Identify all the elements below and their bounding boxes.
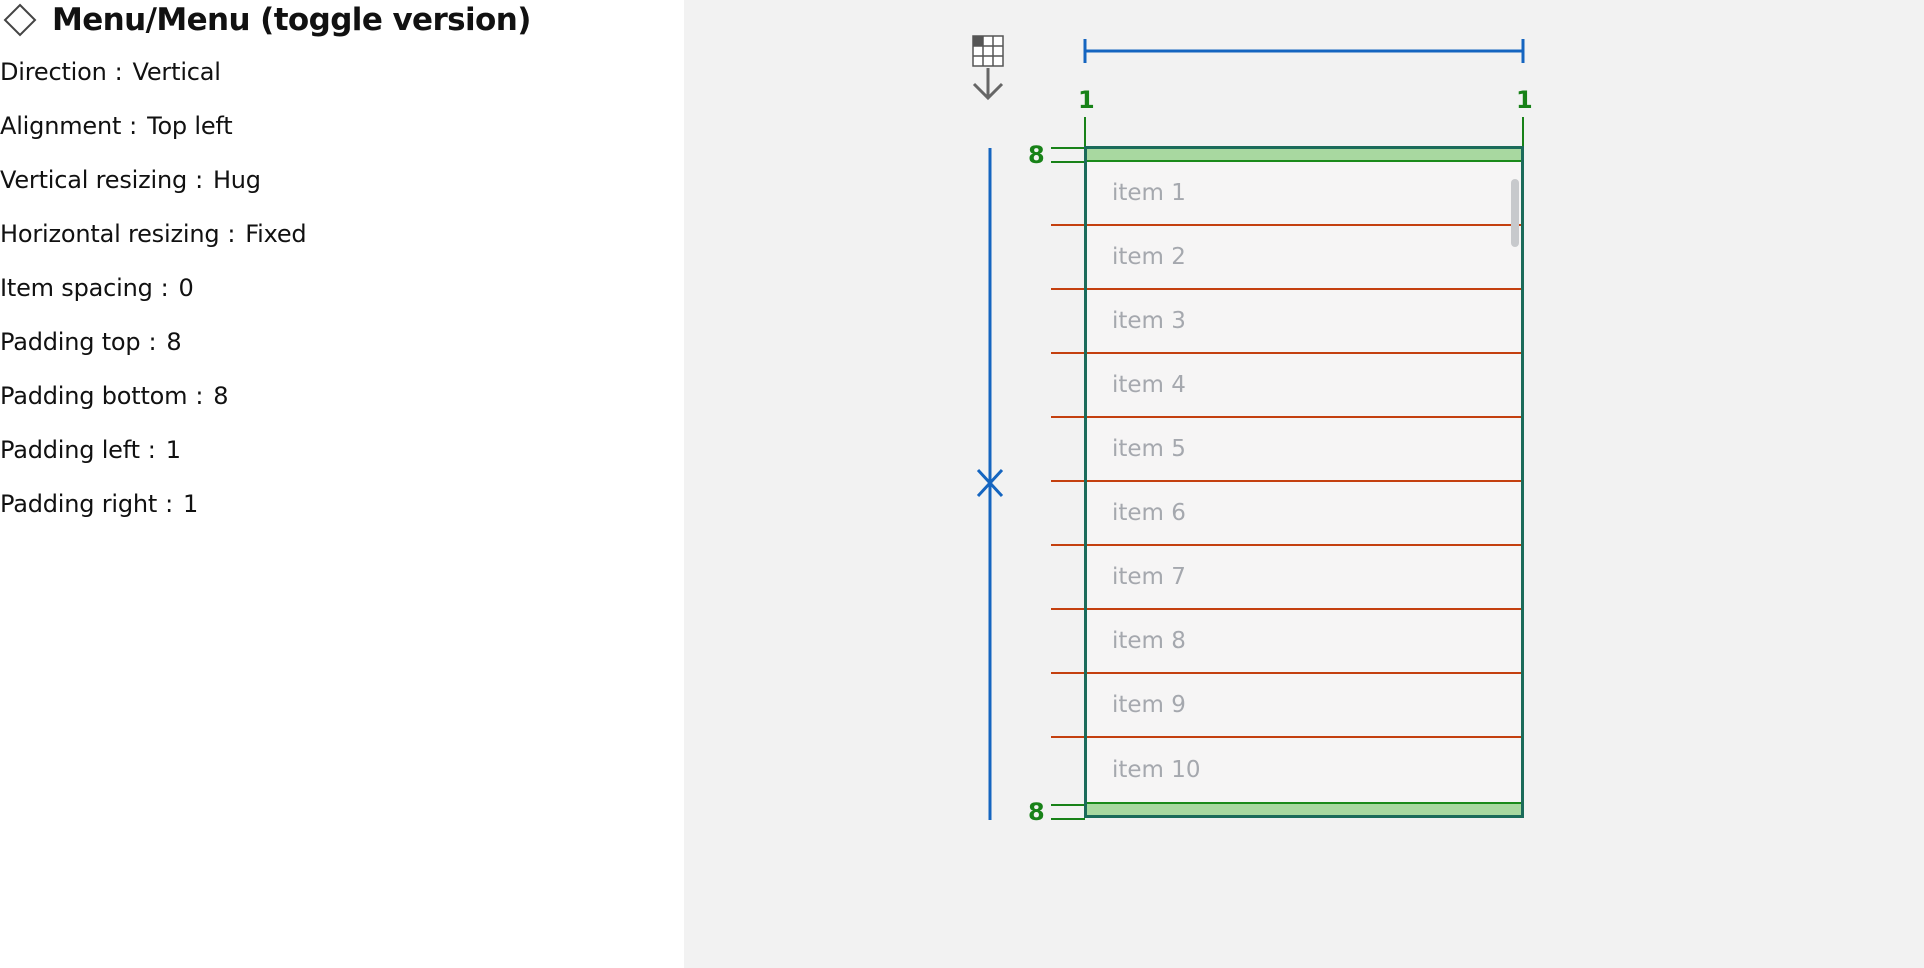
- menu-item[interactable]: item 5: [1087, 418, 1521, 482]
- properties-panel: Menu/Menu (toggle version) Direction:Ver…: [0, 0, 684, 968]
- property-separator: :: [148, 328, 157, 356]
- property-value: Vertical: [132, 58, 221, 86]
- property-separator: :: [227, 220, 236, 248]
- width-measure: [1083, 39, 1525, 63]
- property-label: Alignment: [0, 112, 122, 140]
- property-value: 1: [183, 490, 199, 518]
- property-label: Item spacing: [0, 274, 153, 302]
- divider-extensions: [1051, 224, 1085, 738]
- menu-item[interactable]: item 9: [1087, 674, 1521, 738]
- menu-item[interactable]: item 6: [1087, 482, 1521, 546]
- property-row: Padding left:1: [0, 432, 306, 486]
- menu-item[interactable]: item 7: [1087, 546, 1521, 610]
- property-separator: :: [195, 382, 204, 410]
- property-label: Horizontal resizing: [0, 220, 220, 248]
- padding-top-label: 8: [1028, 141, 1045, 169]
- property-row: Padding top:8: [0, 324, 306, 378]
- property-row: Horizontal resizing: Fixed: [0, 216, 307, 270]
- menu-item[interactable]: item 2: [1087, 226, 1521, 290]
- property-value: 8: [213, 382, 229, 410]
- property-row: Padding bottom:8: [0, 378, 306, 432]
- menu-item[interactable]: item 4: [1087, 354, 1521, 418]
- property-row: Vertical resizing: Hug: [0, 162, 306, 216]
- title-row: Menu/Menu (toggle version): [0, 2, 531, 38]
- property-separator: :: [160, 274, 169, 302]
- scrollbar[interactable]: [1511, 179, 1519, 247]
- property-separator: :: [114, 58, 123, 86]
- diamond-icon: [0, 2, 40, 38]
- property-label: Vertical resizing: [0, 166, 188, 194]
- property-row: Direction: Vertical: [0, 54, 306, 108]
- property-row: Alignment: Top left: [0, 108, 306, 162]
- property-separator: :: [165, 490, 173, 518]
- padding-right-label: 1: [1516, 86, 1533, 114]
- menu-item[interactable]: item 8: [1087, 610, 1521, 674]
- measurement-overlay: [972, 35, 1525, 820]
- property-row: Padding right:1: [0, 486, 306, 540]
- property-separator: :: [129, 112, 138, 140]
- menu-item[interactable]: item 3: [1087, 290, 1521, 354]
- padding-bottom-region: [1087, 802, 1521, 815]
- property-label: Direction: [0, 58, 107, 86]
- property-label: Padding right: [0, 490, 158, 518]
- menu-item[interactable]: item 1: [1087, 162, 1521, 226]
- property-value: Hug: [212, 166, 261, 194]
- property-value: Top left: [147, 112, 233, 140]
- property-separator: :: [195, 166, 203, 194]
- property-label: Padding top: [0, 328, 141, 356]
- property-value: 8: [166, 328, 182, 356]
- page-title: Menu/Menu (toggle version): [52, 2, 531, 38]
- property-separator: :: [147, 436, 156, 464]
- padding-bottom-label: 8: [1028, 798, 1045, 826]
- property-value: Fixed: [245, 220, 307, 248]
- padding-left-label: 1: [1078, 86, 1095, 114]
- property-label: Padding bottom: [0, 382, 188, 410]
- property-label: Padding left: [0, 436, 140, 464]
- property-value: 0: [178, 274, 194, 302]
- padding-top-region: [1087, 149, 1521, 162]
- hug-vertical-icon: [976, 148, 1004, 820]
- menu-item[interactable]: item 10: [1112, 757, 1201, 783]
- property-value: 1: [165, 436, 181, 464]
- vertical-auto-layout-icon: [972, 35, 1004, 101]
- property-row: Item spacing:0: [0, 270, 306, 324]
